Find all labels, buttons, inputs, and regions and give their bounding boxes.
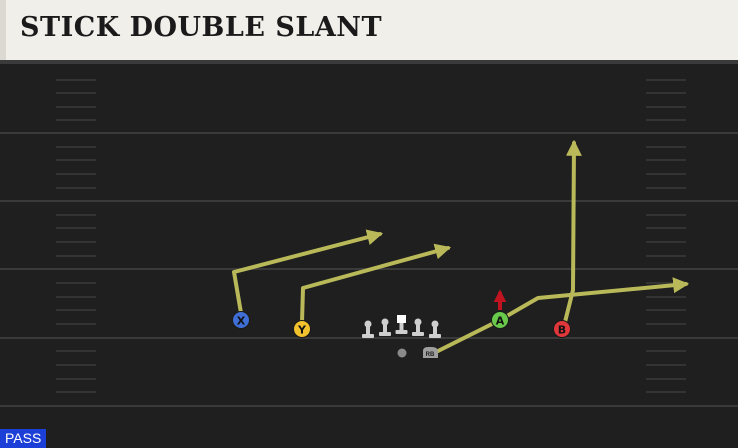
route-rb [434,277,690,354]
player-a[interactable]: A [491,311,509,329]
hash-marks-right [646,79,686,393]
route-x [232,229,384,315]
player-a-label: A [496,315,505,328]
play-field: RB X Y A B [0,79,738,407]
player-y[interactable]: Y [293,320,311,338]
player-x-label: X [237,315,246,328]
hash-marks-left [56,79,96,393]
lineman-rt [429,320,441,338]
player-y-label: Y [297,324,307,337]
player-b[interactable]: B [553,320,571,338]
lineman-lt [362,320,374,338]
player-x[interactable]: X [232,311,250,329]
quarterback-marker [397,348,407,358]
lineman-lg [379,318,391,336]
route-y [300,243,452,324]
play-title: STICK DOUBLE SLANT [20,12,383,43]
lineman-rg [412,318,424,336]
title-bar: STICK DOUBLE SLANT [0,0,738,60]
player-b-label: B [558,324,566,337]
play-type-badge: PASS [0,429,47,448]
player-rb-label: RB [426,352,435,358]
offensive-line [362,315,441,338]
route-b [563,139,582,324]
player-rb[interactable]: RB [423,347,438,358]
center [395,315,408,334]
